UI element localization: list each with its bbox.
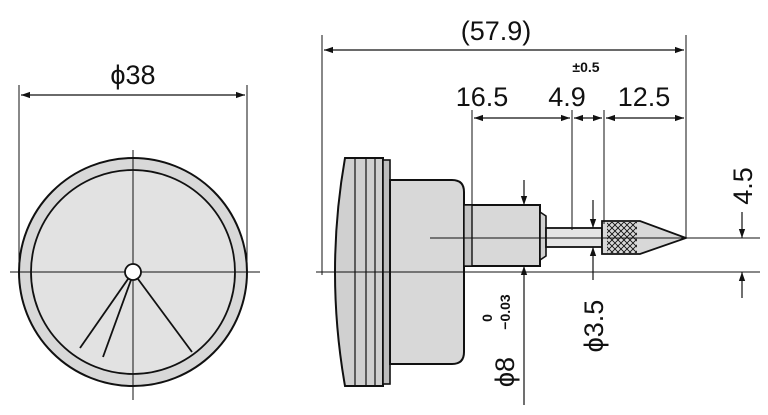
diameter-38-label: ϕ38 [110,60,155,90]
front-view: ϕ38 [10,60,260,400]
stem-8mm [463,204,541,267]
stem-diameter-label: ϕ8 [490,357,520,387]
stem-tolerance-lower: −0.03 [497,294,513,330]
stem-tolerance-upper: 0 [479,314,495,322]
segment-4-9-label: 4.9 [548,82,586,112]
pointer-right [137,278,193,353]
offset-4-5-label: 4.5 [728,167,758,205]
segment-16-5-label: 16.5 [456,82,509,112]
pointer-left [79,278,129,349]
dial-hub [124,263,142,281]
side-view: (57.9) 16.5 4.9 ±0.5 12.5 4.5 ϕ8 0 −0.03… [316,16,760,405]
stem-shoulder [539,210,547,262]
segment-12-5-label: 12.5 [618,82,671,112]
pointer-middle [102,279,132,358]
stem-collar [463,204,473,267]
tip-diameter-label: ϕ3.5 [579,300,609,353]
overall-length-label: (57.9) [461,16,532,46]
segment-4-9-tolerance: ±0.5 [572,59,599,75]
